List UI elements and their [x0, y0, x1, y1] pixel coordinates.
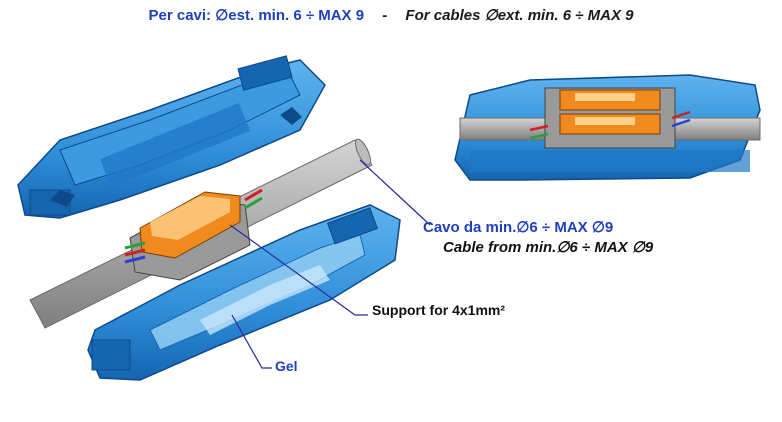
title-it-spec: ∅est. min. 6 ÷ MAX 9 [215, 7, 365, 24]
leader-lines [229, 159, 431, 369]
title-en-label: For cables [405, 7, 481, 24]
leader-support [229, 224, 368, 316]
assembled-junction-icon [454, 74, 761, 181]
gel-label: Gel [275, 358, 298, 374]
cable-label-en: Cable from min.∅6 ÷ MAX ∅9 [443, 239, 654, 256]
housing-cover-icon [17, 55, 326, 219]
cable-label-it: Cavo da min.∅6 ÷ MAX ∅9 [423, 219, 614, 236]
page-title: Per cavi: ∅est. min. 6 ÷ MAX 9 - For cab… [0, 6, 782, 24]
leader-cable [359, 159, 431, 226]
title-en-spec: ∅ext. min. 6 ÷ MAX 9 [484, 7, 634, 24]
housing-base-icon [87, 204, 401, 381]
wago-connector-icon [124, 188, 263, 281]
title-it-label: Per cavi: [148, 7, 212, 24]
title-separator: - [382, 7, 388, 24]
leader-gel [231, 314, 272, 369]
support-label: Support for 4x1mm² [372, 302, 506, 318]
